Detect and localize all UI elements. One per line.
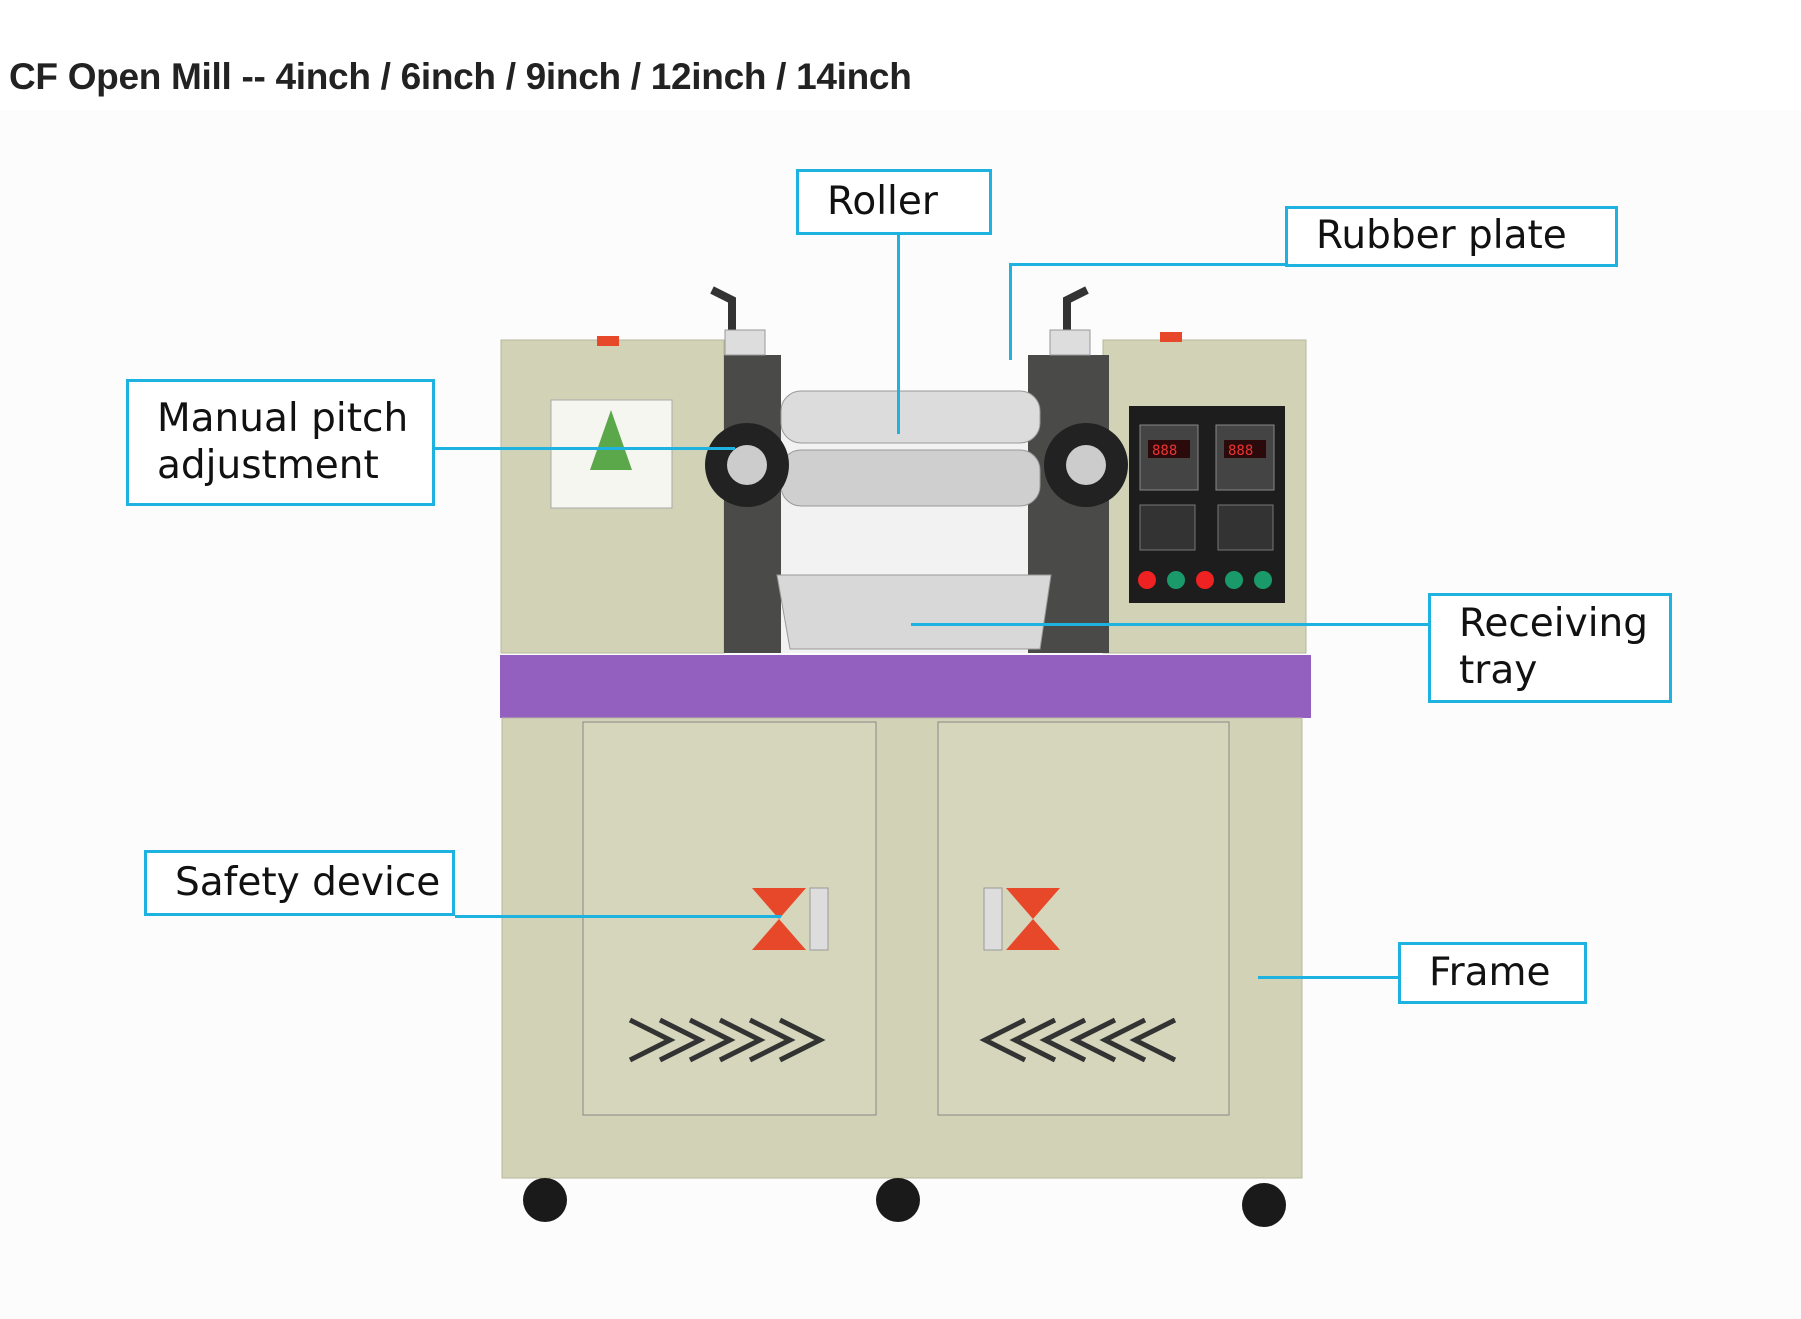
receiving-tray	[776, 574, 1052, 650]
callout-roller: Roller	[796, 169, 992, 235]
page-title: CF Open Mill -- 4inch / 6inch / 9inch / …	[9, 56, 912, 97]
emergency-stop-icon	[752, 887, 829, 951]
rubber-plate-leader-line	[1009, 263, 1285, 266]
manual-pitch-leader-line	[435, 447, 735, 450]
frame-leader-line	[1258, 976, 1398, 979]
safety-device-leader-line	[455, 915, 781, 918]
caster-wheel-icon	[523, 1178, 567, 1222]
purple-band	[500, 655, 1311, 718]
roller-leader-line	[897, 234, 900, 434]
receiving-tray-leader-line	[911, 623, 1428, 626]
callout-receiving-tray: Receiving tray	[1428, 593, 1672, 703]
callout-rubber-plate: Rubber plate	[1285, 206, 1618, 267]
svg-text:888: 888	[1152, 443, 1177, 459]
rubber-plate-leader-drop	[1009, 263, 1012, 360]
roller-icon	[780, 390, 1041, 444]
svg-text:888: 888	[1228, 443, 1253, 459]
callout-manual-pitch-adjustment: Manual pitch adjustment	[126, 379, 435, 506]
callout-safety-device: Safety device	[144, 850, 455, 916]
callout-frame: Frame	[1398, 942, 1587, 1004]
